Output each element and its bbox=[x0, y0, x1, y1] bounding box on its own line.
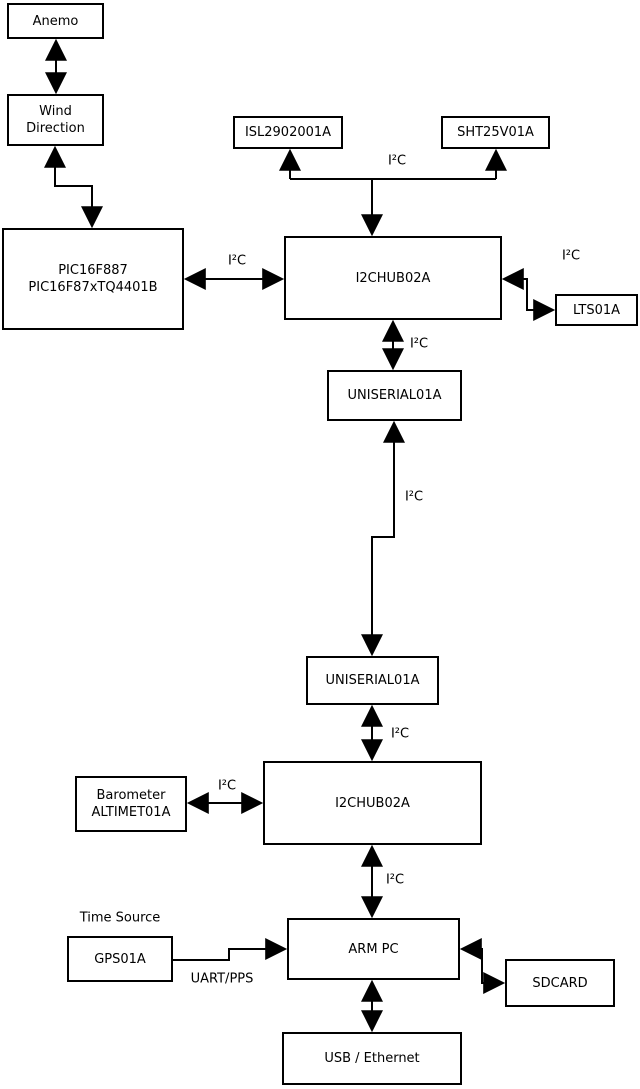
node-i2c-hub-upper-label: I2CHUB02A bbox=[355, 270, 431, 286]
time-source-caption: Time Source bbox=[79, 910, 161, 926]
node-i2c-hub-lower: I2CHUB02A bbox=[263, 761, 482, 845]
edge-label-i2c-hub-uniserial: I²C bbox=[409, 336, 429, 352]
node-uniserial-lower-label: UNISERIAL01A bbox=[325, 673, 420, 688]
node-isl2902001a-label: ISL2902001A bbox=[244, 125, 332, 140]
connector-hub-upper-lts bbox=[501, 268, 556, 321]
edge-label-i2c-barometer-hub: I²C bbox=[217, 778, 237, 794]
node-wind-direction-label: Wind Direction bbox=[26, 104, 85, 136]
node-pic: PIC16F887 PIC16F87xTQ4401B bbox=[2, 228, 184, 330]
edge-label-i2c-pic-hub: I²C bbox=[227, 253, 247, 269]
node-sdcard: SDCARD bbox=[505, 959, 615, 1007]
edge-label-i2c-uniserial-link: I²C bbox=[404, 489, 424, 505]
node-gps01a: GPS01A bbox=[67, 936, 173, 982]
connector-armpc-sdcard bbox=[459, 938, 506, 994]
node-isl2902001a: ISL2902001A bbox=[233, 116, 343, 149]
node-pic-label: PIC16F887 PIC16F87xTQ4401B bbox=[28, 263, 158, 295]
connector-uniserial-link bbox=[361, 420, 405, 657]
node-anemo-label: Anemo bbox=[32, 13, 79, 29]
node-uniserial-lower: UNISERIAL01A bbox=[306, 656, 439, 705]
node-i2c-hub-lower-label: I2CHUB02A bbox=[335, 795, 410, 811]
node-sht25v01a: SHT25V01A bbox=[441, 116, 550, 149]
node-arm-pc: ARM PC bbox=[287, 918, 460, 980]
node-usb-ethernet: USB / Ethernet bbox=[282, 1032, 462, 1085]
node-wind-direction: Wind Direction bbox=[7, 94, 104, 146]
connector-gps-armpc bbox=[173, 938, 288, 961]
node-barometer: Barometer ALTIMET01A bbox=[75, 776, 187, 832]
edge-label-i2c-uniserial-hub: I²C bbox=[390, 726, 410, 742]
edge-label-i2c-sensor-bus: I²C bbox=[387, 153, 407, 169]
node-barometer-label: Barometer ALTIMET01A bbox=[91, 788, 171, 820]
node-sdcard-label: SDCARD bbox=[532, 975, 588, 991]
node-uniserial-upper: UNISERIAL01A bbox=[327, 370, 462, 421]
edge-label-i2c-hub-armpc: I²C bbox=[385, 872, 405, 888]
node-lts01a-label: LTS01A bbox=[572, 302, 621, 318]
edge-label-i2c-hub-lts: I²C bbox=[561, 248, 581, 264]
node-gps01a-label: GPS01A bbox=[94, 951, 146, 967]
node-anemo: Anemo bbox=[7, 3, 104, 39]
connector-wind-pic bbox=[44, 145, 103, 229]
node-lts01a: LTS01A bbox=[555, 294, 638, 326]
node-arm-pc-label: ARM PC bbox=[348, 941, 399, 957]
node-usb-ethernet-label: USB / Ethernet bbox=[324, 1051, 420, 1066]
node-sht25v01a-label: SHT25V01A bbox=[457, 125, 534, 140]
node-uniserial-upper-label: UNISERIAL01A bbox=[347, 388, 442, 403]
node-i2c-hub-upper: I2CHUB02A bbox=[284, 236, 502, 320]
edge-label-uart-pps: UART/PPS bbox=[190, 971, 254, 987]
